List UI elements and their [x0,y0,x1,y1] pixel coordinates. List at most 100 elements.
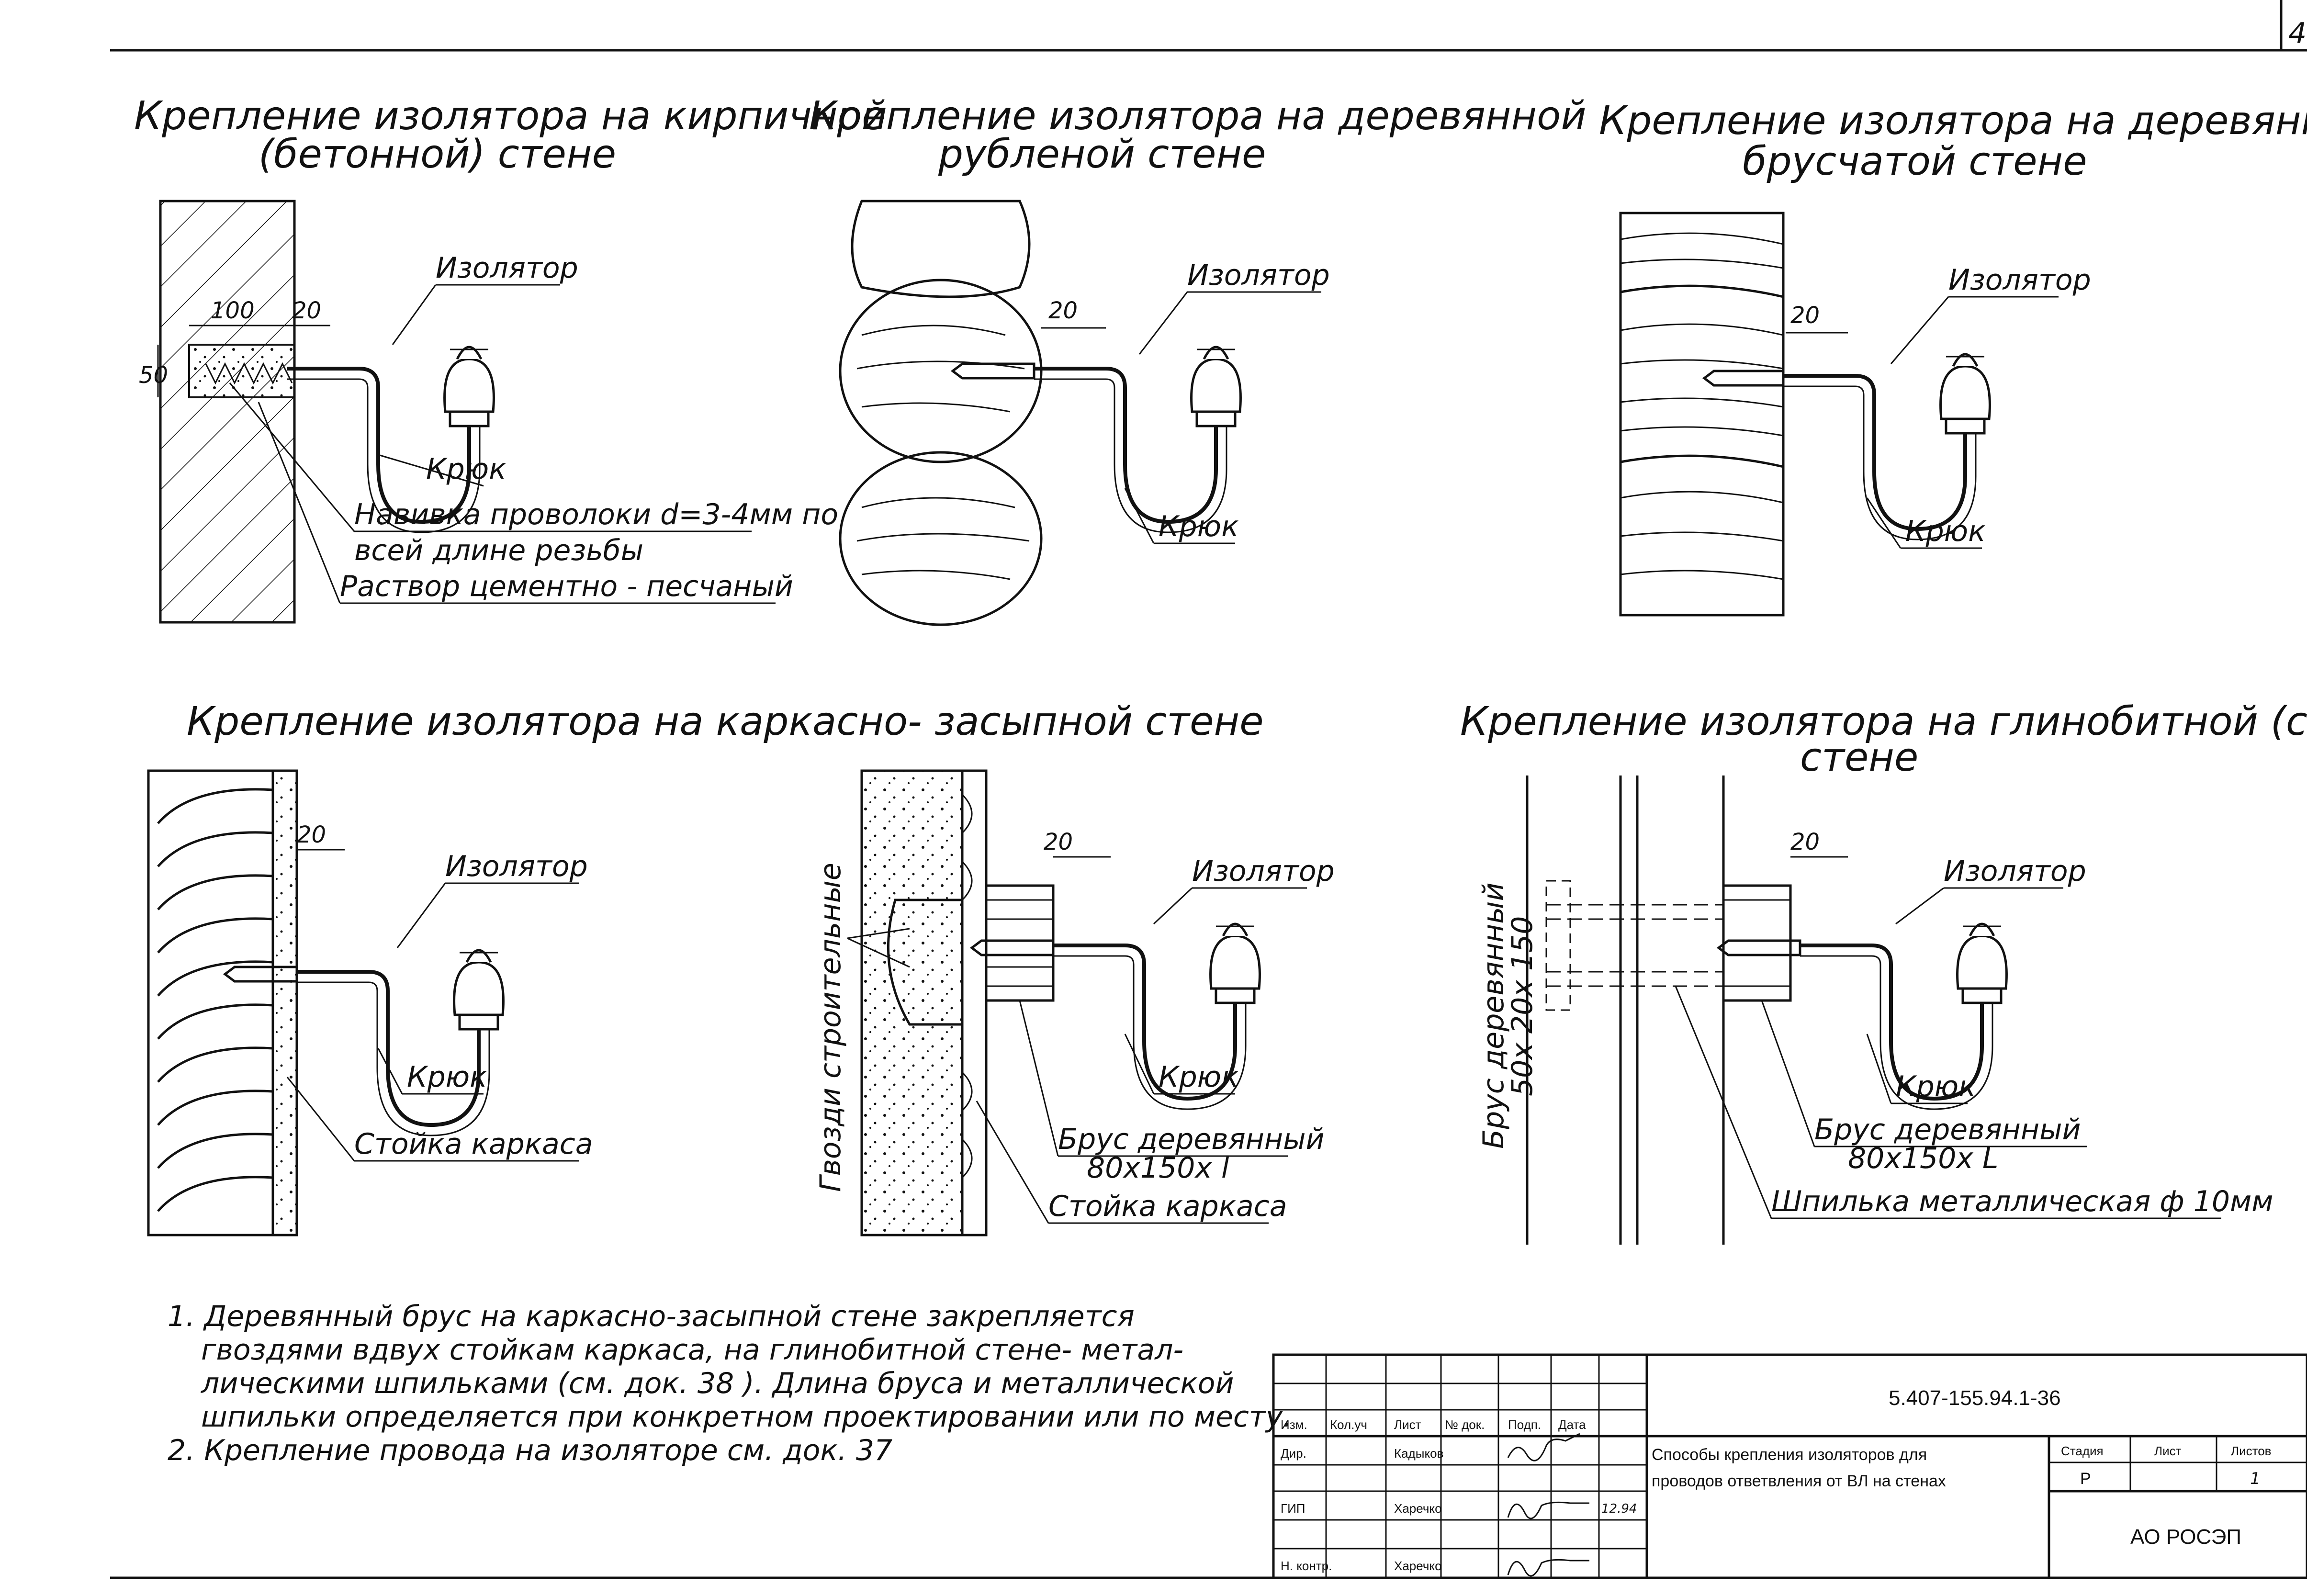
frame-right-leader-nails [847,928,910,939]
note-line-5: 2. Крепление провода на изоляторе см. до… [168,1434,892,1467]
tb-row1-role: Дир. [1281,1446,1306,1461]
beam-wall-section [1619,212,1785,617]
log-leader-hook-2 [1124,488,1155,544]
tb-row3-signature [1507,1501,1589,1519]
tb-header-list: Лист [1394,1417,1421,1432]
log-bottom [839,451,1043,626]
clay-label-bar-2: 80х150х L [1848,1142,1998,1175]
frame-right-fill [860,769,964,1236]
note-line-2: гвоздями вдвух стойкам каркаса, на глино… [201,1333,1183,1367]
frame-left-fill [147,769,274,1236]
figure-brick-wall: Крепление изолятора на кирпичной (бетонн… [134,93,887,624]
clay-studs [1546,904,1723,987]
frame-left-lag [223,966,298,983]
beam-dim-20: 20 [1790,302,1820,329]
clay-leader-stud-2 [1675,986,1772,1219]
frame-left-label-insulator: Изолятор [445,850,588,883]
beam-leader-hook-2 [1866,497,1902,549]
clay-small-bar [1545,880,1571,1011]
dim-20: 20 [292,297,321,324]
frame-right-label-bar-2: 80х150х l [1087,1151,1229,1185]
frame-right-leader-nails-2 [847,937,910,968]
tb-description-1: Способы крепления изоляторов для [1652,1446,1927,1464]
beam-grain [1620,232,1784,580]
clay-bar [1722,884,1792,1002]
clay-leader-insulator-2 [1895,887,1944,925]
beam-title-line2: брусчатой стене [1743,139,2087,184]
tb-header-ndok: № док. [1445,1417,1485,1432]
clay-leader-hook-2 [1866,1034,1892,1104]
brick-leader-wire-2 [229,382,355,532]
frame-left-arcs [157,788,273,1212]
log-top [851,200,1031,298]
tb-row3-role: ГИП [1281,1501,1305,1516]
clay-title-line1: Крепление изолятора на глинобитной (сама… [1460,699,2307,744]
wire-winding [205,362,293,385]
tb-row1-signature [1507,1433,1580,1461]
clay-label-stud: Шпилька металлическая ф 10мм [1771,1185,2273,1218]
clay-dim-20: 20 [1790,829,1820,855]
tb-header-date: Дата [1558,1417,1586,1432]
figure-log-wall: Крепление изолятора на деревянной рублен… [809,93,1587,626]
tb-row1-name: Кадыков [1394,1446,1443,1461]
figure-beam-wall: Крепление изолятора на деревянной брусча… [1599,98,2307,617]
frame-right-leader-post-2 [976,1101,1049,1224]
frame-left-label-post: Стойка каркаса [354,1127,593,1161]
dim-50: 50 [139,362,168,389]
frame-right-label-post: Стойка каркаса [1048,1190,1287,1223]
title-block-frame [1272,1353,2307,1579]
clay-title-line2: стене [1800,735,1918,780]
tb-sheet-label: Лист [2154,1444,2182,1458]
tb-sheets-label: Листов [2231,1444,2271,1458]
frame-right-label-bar-1: Брус деревянный [1058,1123,1325,1156]
clay-label-bar-vert-1: Брус деревянный [1477,883,1510,1149]
log-leader-insulator-2 [1138,292,1188,355]
frame-right-label-hook: Крюк [1159,1060,1238,1094]
frame-left-post [271,769,298,1236]
brick-label-wire-2: всей длине резьбы [354,534,643,567]
log-dim-20: 20 [1048,297,1078,324]
tb-header-podp: Подп. [1508,1417,1541,1432]
tb-header-kolu: Кол.уч [1330,1417,1367,1432]
clay-leader-bar-2 [1761,1000,1815,1147]
clay-bar-grain [1723,899,1790,987]
frame-left-label-hook: Крюк [407,1060,487,1094]
clay-lag [1716,939,1801,956]
title-block: Изм. Кол.уч Лист № док. Подп. Дата Дир. … [1272,1353,2307,1579]
brick-leader-hook [378,454,484,487]
log-title-line2: рубленой стене [938,132,1266,177]
figure-frame-wall: Крепление изолятора на каркасно- засыпно… [147,699,1335,1236]
notes-block: 1. Деревянный брус на каркасно-засыпной … [168,1300,1292,1467]
frame-left-hook-insulator [297,950,503,1135]
brick-title-line1: Крепление изолятора на кирпичной [134,93,887,139]
frame-left-leader-insulator-2 [396,883,446,948]
tb-description-2: проводов ответвления от ВЛ на стенах [1652,1472,1946,1490]
log-lag [950,362,1035,380]
frame-right-nail-area [887,899,964,1026]
log-grain [856,325,1030,580]
beam-title-line1: Крепление изолятора на деревянной [1599,98,2307,144]
frame-right-leader-hook-2 [1124,1034,1155,1094]
figure-clay-wall: Крепление изолятора на глинобитной (сама… [1460,699,2307,1245]
tb-header-izm: Изм. [1281,1417,1307,1432]
brick-leader-mortar-2 [258,402,341,604]
clay-label-insulator: Изолятор [1944,854,2086,888]
log-label-hook: Крюк [1159,510,1238,543]
beam-label-hook: Крюк [1905,515,1985,548]
brick-leader-insulator-2 [392,284,437,345]
brick-label-mortar: Раствор цементно - песчаный [340,570,793,603]
page-corner-number: 4 [2288,17,2307,50]
log-hook-insulator [1034,347,1240,532]
frame-title: Крепление изолятора на каркасно- засыпно… [187,699,1264,744]
frame-right-label-insulator: Изолятор [1192,854,1335,888]
frame-right-leader-insulator-2 [1153,887,1193,925]
note-line-4: шпильки определяется при конкретном прое… [201,1400,1292,1434]
note-line-3: лическими шпильками (см. док. 38 ). Длин… [201,1367,1234,1400]
beam-hook-insulator [1783,354,1990,539]
tb-doc-code: 5.407-155.94.1-36 [1889,1386,2061,1410]
clay-label-hook: Крюк [1896,1070,1976,1103]
tb-row5-signature [1507,1559,1589,1577]
frame-left-dim-20: 20 [297,821,326,848]
tb-row3-name: Харечко [1394,1501,1442,1516]
frame-left-leader-post-2 [286,1077,355,1161]
